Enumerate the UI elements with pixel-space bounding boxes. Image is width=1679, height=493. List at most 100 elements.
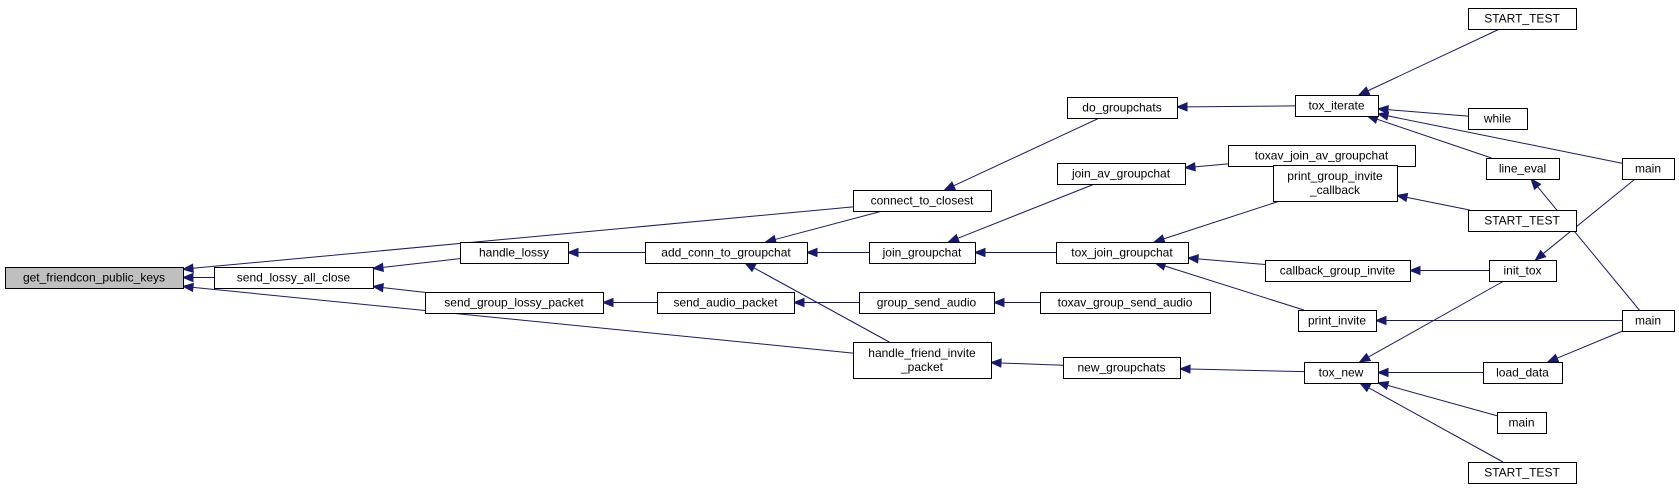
node-start-test[interactable]: START_TEST	[1468, 8, 1577, 30]
node-label: send_group_lossy_packet	[444, 296, 584, 310]
edge-line	[953, 117, 1100, 187]
node-while[interactable]: while	[1468, 108, 1528, 130]
node-label: handle_lossy	[479, 246, 549, 260]
node-new-groupchats[interactable]: new_groupchats	[1063, 357, 1181, 379]
edge-wh-to-ti	[1376, 104, 1469, 117]
edge-line	[1194, 163, 1229, 168]
edge-mn1-to-ti	[1376, 111, 1623, 164]
node-line-eval[interactable]: line_eval	[1486, 158, 1560, 180]
node-connect-to-closest[interactable]: connect_to_closest	[853, 190, 992, 212]
arrowhead-icon	[371, 282, 384, 293]
node-callback-group-invite[interactable]: callback_group_invite	[1265, 260, 1411, 282]
node-print-invite[interactable]: print_invite	[1298, 310, 1377, 332]
edge-line	[1537, 186, 1640, 311]
node-init-tox[interactable]: init_tox	[1489, 260, 1557, 282]
edge-line	[1387, 115, 1623, 164]
node-label: main	[1635, 162, 1661, 176]
node-send-group-lossy-packet[interactable]: send_group_lossy_packet	[425, 292, 604, 314]
node-handle-friend-invite-packet[interactable]: handle_friend_invite_packet	[853, 342, 992, 379]
node-tox-join-groupchat[interactable]: tox_join_groupchat	[1056, 242, 1189, 264]
edge-line	[1387, 384, 1498, 417]
node-box	[859, 292, 995, 314]
node-label: get_friendcon_public_keys	[23, 271, 165, 285]
node-send-audio-packet[interactable]: send_audio_packet	[657, 292, 795, 314]
node-box	[460, 242, 569, 264]
node-box	[1273, 165, 1398, 202]
edge-mn3-to-tn	[1376, 380, 1498, 417]
edge-it-to-cgi	[1408, 265, 1489, 276]
node-send-lossy-all-close[interactable]: send_lossy_all_close	[214, 267, 374, 289]
edge-st2-to-pgic	[1395, 192, 1470, 211]
node-toxav-join-av-groupchat[interactable]: toxav_join_av_groupchat	[1228, 145, 1416, 167]
node-get-friendcon-public-keys[interactable]: get_friendcon_public_keys	[5, 267, 184, 289]
edge-line	[1368, 387, 1504, 463]
edge-tjag-to-jag	[1183, 162, 1229, 172]
node-group-send-audio[interactable]: group_send_audio	[859, 292, 995, 314]
node-label: do_groupchats	[1082, 101, 1161, 115]
arrowhead-icon	[1186, 254, 1199, 264]
edge-ctc-to-actg	[764, 210, 883, 244]
node-label: load_data	[1496, 366, 1549, 380]
node-main[interactable]: main	[1622, 158, 1675, 180]
node-do-groupchats[interactable]: do_groupchats	[1067, 97, 1178, 119]
arrowhead-icon	[943, 181, 957, 191]
edge-line	[1556, 330, 1623, 359]
node-label: toxav_join_av_groupchat	[1255, 149, 1389, 163]
edge-hfip-to-gfpk	[181, 282, 854, 354]
node-box	[1265, 260, 1411, 282]
edge-jg-to-actg	[805, 247, 869, 258]
arrowhead-icon	[743, 262, 757, 273]
arrowhead-icon	[1175, 102, 1188, 112]
node-main[interactable]: main	[1497, 412, 1547, 434]
node-box	[657, 292, 795, 314]
arrowhead-icon	[1178, 364, 1191, 374]
node-tox-iterate[interactable]: tox_iterate	[1295, 95, 1379, 117]
edge-mn2-to-pi	[1374, 315, 1622, 326]
edge-line	[753, 267, 890, 343]
node-label: START_TEST	[1484, 466, 1560, 480]
node-print-group-invite-callback[interactable]: print_group_invite_callback	[1273, 165, 1398, 202]
node-label: main	[1635, 314, 1661, 328]
edge-line	[1164, 265, 1304, 311]
edge-line	[775, 210, 883, 240]
node-load-data[interactable]: load_data	[1483, 362, 1563, 384]
edge-line	[1387, 109, 1469, 117]
node-box	[1298, 310, 1377, 332]
node-box	[1295, 95, 1379, 117]
edge-jag-to-jg	[947, 183, 1095, 243]
arrowhead-icon	[1534, 249, 1547, 261]
arrowhead-icon	[371, 262, 384, 273]
node-label: callback_group_invite	[1280, 264, 1396, 278]
edge-dg-to-ctc	[943, 117, 1100, 191]
node-label: tox_iterate	[1308, 99, 1364, 113]
edge-line	[1542, 178, 1636, 255]
arrowhead-icon	[1546, 353, 1560, 363]
node-add-conn-to-groupchat[interactable]: add_conn_to_groupchat	[645, 242, 808, 264]
node-label: START_TEST	[1484, 12, 1560, 26]
edge-tn-to-ng	[1178, 364, 1305, 374]
node-main[interactable]: main	[1622, 310, 1675, 332]
edge-sap-to-sglp	[601, 297, 657, 308]
arrowhead-icon	[1357, 86, 1371, 96]
edge-gsa-to-sap	[792, 297, 859, 308]
arrowhead-icon	[601, 297, 614, 308]
node-tox-new[interactable]: tox_new	[1304, 362, 1379, 384]
node-box	[645, 242, 808, 264]
node-join-groupchat[interactable]: join_groupchat	[869, 242, 976, 264]
edge-mn2-to-le	[1530, 177, 1640, 311]
node-join-av-groupchat[interactable]: join_av_groupchat	[1057, 163, 1186, 185]
edge-cgi-to-tjg	[1186, 254, 1266, 265]
node-box	[1489, 260, 1557, 282]
edge-line	[1189, 368, 1305, 373]
node-toxav-group-send-audio[interactable]: toxav_group_send_audio	[1040, 292, 1211, 314]
arrowhead-icon	[1152, 234, 1166, 244]
edge-line	[957, 183, 1095, 239]
node-start-test[interactable]: START_TEST	[1468, 462, 1577, 484]
node-label: main	[1508, 416, 1534, 430]
node-start-test[interactable]: START_TEST	[1468, 210, 1577, 232]
node-box	[1622, 158, 1675, 180]
node-box	[1486, 158, 1560, 180]
node-box	[853, 342, 992, 379]
node-handle-lossy[interactable]: handle_lossy	[460, 242, 569, 264]
